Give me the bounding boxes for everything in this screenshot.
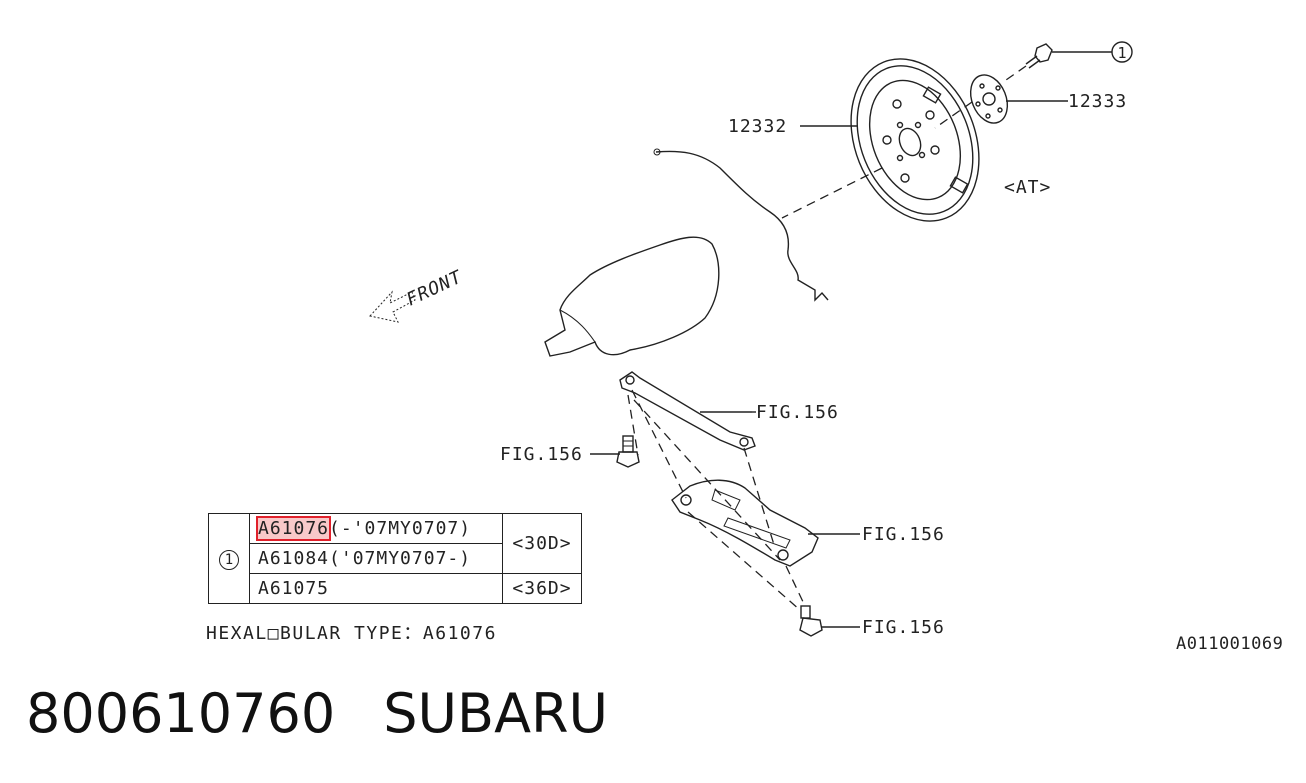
label-fig-bolt-bottom[interactable]: FIG.156: [862, 617, 945, 638]
table-row: A61084('07MY0707-): [209, 543, 582, 574]
engine-cell: <36D>: [502, 573, 582, 604]
label-at: <AT>: [1004, 177, 1051, 198]
part-cell[interactable]: A61076(-'07MY0707): [249, 513, 503, 544]
table-row: A61075 <36D>: [209, 573, 582, 604]
part-reference-table: 1 A61076(-'07MY0707) <30D> A61084('07MY0…: [208, 513, 582, 604]
table-row: 1 A61076(-'07MY0707) <30D>: [208, 513, 582, 604]
part-note: ('07MY0707-): [329, 548, 472, 569]
footer-caption: 800610760 SUBARU: [26, 682, 656, 745]
part-cell[interactable]: A61075: [249, 573, 503, 604]
part-cell[interactable]: A61084('07MY0707-): [249, 543, 503, 574]
part-number-caption: 800610760: [26, 682, 336, 745]
drive-plate: [850, 58, 980, 222]
part-number[interactable]: A61075: [258, 578, 330, 599]
diagram-code: A011001069: [1176, 634, 1284, 654]
ref-cell: 1: [208, 513, 250, 604]
part-number[interactable]: A61084: [258, 548, 330, 569]
lower-cover: [671, 479, 819, 567]
upper-bracket: [619, 371, 756, 451]
parts-diagram: FRONT 1 12333 12: [369, 41, 1133, 638]
label-fig-cover[interactable]: FIG.156: [862, 524, 945, 545]
ref-circle: 1: [219, 549, 239, 570]
label-fig-bolt-left[interactable]: FIG.156: [500, 444, 583, 465]
part-note: (-'07MY0707): [329, 518, 472, 539]
hexalobular-note: HEXAL□BULAR TYPE：A61076: [206, 623, 497, 644]
bolt-left: [616, 435, 640, 468]
bolt-bottom: [799, 605, 823, 637]
ref-circle-label: 1: [1117, 44, 1126, 62]
transmission-outline: [544, 236, 720, 357]
bolt-top: [1025, 43, 1053, 69]
front-arrow: FRONT: [369, 266, 466, 323]
part-number-highlighted[interactable]: A61076: [255, 516, 332, 541]
label-fig-upper[interactable]: FIG.156: [756, 402, 839, 423]
label-12333[interactable]: 12333: [1068, 91, 1127, 112]
engine-cell: <30D>: [502, 513, 582, 574]
brand-caption: SUBARU: [383, 682, 609, 745]
reinforcement-plate: [969, 74, 1009, 124]
label-12332[interactable]: 12332: [728, 116, 787, 137]
front-label: FRONT: [403, 266, 466, 310]
